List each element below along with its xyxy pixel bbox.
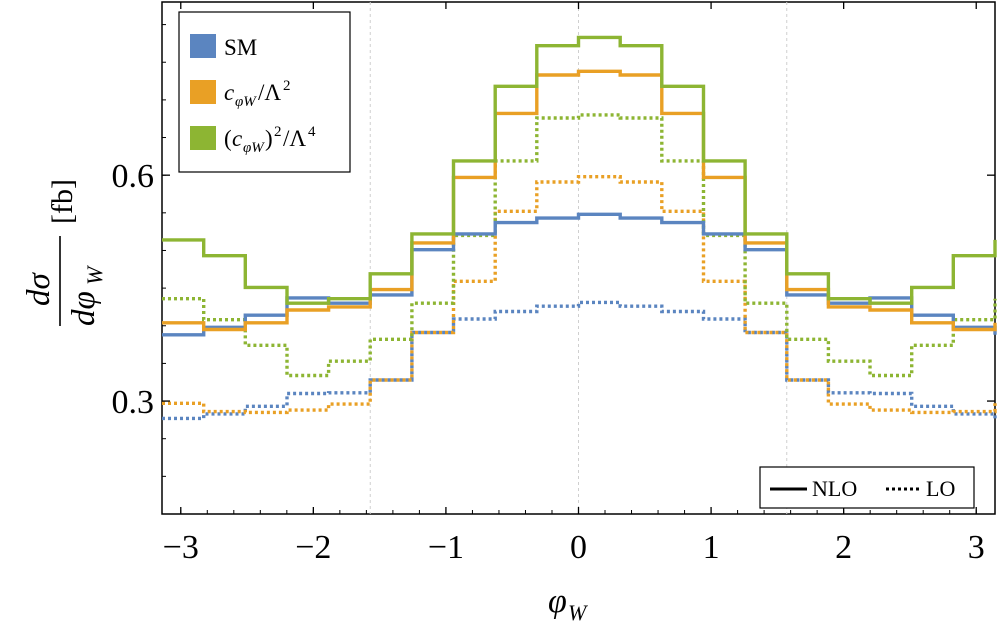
x-tick-label-5: 2: [835, 529, 852, 566]
x-tick-label-0: −3: [163, 529, 199, 566]
svg-text:[fb]: [fb]: [46, 179, 79, 224]
axis-ticks: [162, 2, 995, 514]
svg-text:φ: φ: [548, 583, 567, 620]
svg-text:/Λ: /Λ: [283, 126, 306, 151]
legend-swatch-quadratic: [190, 126, 216, 150]
series-lo-5: [162, 113, 997, 378]
y-axis-label: dσ dφ W [fb]: [21, 179, 107, 326]
legend-swatch-sm: [190, 34, 216, 58]
series-layer: [162, 35, 997, 421]
legend-label-linear: c φW /Λ 2: [224, 78, 291, 110]
x-axis-label: φ W: [548, 583, 588, 625]
series-nlo-1: [162, 69, 997, 332]
x-tick-label-1: −2: [295, 529, 331, 566]
tick-labels: −3 −2 −1 0 1 2 3 0.3 0.6: [112, 158, 985, 566]
svg-text:(: (: [224, 126, 232, 151]
svg-text:W: W: [568, 600, 588, 625]
x-tick-label-4: 1: [703, 529, 720, 566]
y-tick-label-1: 0.6: [112, 158, 155, 195]
x-tick-label-2: −1: [428, 529, 464, 566]
x-tick-label-6: 3: [968, 529, 985, 566]
svg-text:/Λ: /Λ: [258, 80, 281, 105]
legend: SM c φW /Λ 2 ( c φW ) 2 /Λ 4: [178, 11, 351, 173]
svg-text:): ): [265, 126, 273, 151]
svg-text:c: c: [232, 126, 242, 151]
svg-text:dσ: dσ: [21, 272, 57, 307]
order-legend-lo: LO: [926, 476, 955, 501]
legend-label-sm: SM: [224, 35, 257, 60]
order-legend-nlo: NLO: [812, 476, 857, 501]
series-nlo-2: [162, 35, 997, 305]
legend-swatch-linear: [190, 80, 216, 104]
svg-text:φW: φW: [235, 94, 257, 110]
svg-text:4: 4: [308, 124, 316, 140]
y-tick-label-0: 0.3: [112, 384, 155, 421]
series-lo-4: [162, 175, 997, 415]
order-legend: NLO LO: [759, 466, 975, 509]
x-tick-label-3: 0: [570, 529, 587, 566]
reference-lines: [369, 2, 788, 514]
svg-text:2: 2: [283, 78, 291, 94]
legend-label-quadratic: ( c φW ) 2 /Λ 4: [224, 124, 316, 156]
svg-text:2: 2: [274, 124, 282, 140]
svg-text:W: W: [82, 265, 107, 285]
series-lo-3: [162, 300, 997, 421]
svg-text:dφ: dφ: [66, 291, 102, 326]
svg-text:c: c: [224, 80, 234, 105]
svg-text:φW: φW: [243, 140, 265, 156]
